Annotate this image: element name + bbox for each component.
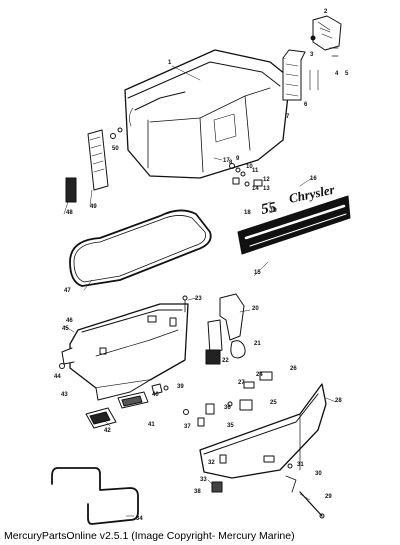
callout-37: 37 (184, 424, 191, 430)
callout-31: 31 (297, 462, 304, 468)
callout-49: 49 (90, 204, 97, 210)
callout-10: 10 (246, 164, 253, 170)
callout-19: 19 (270, 208, 277, 214)
top-bracket-parts (282, 15, 342, 101)
callout-4: 4 (335, 71, 339, 77)
callout-41: 41 (148, 422, 155, 428)
callout-29: 29 (325, 494, 332, 500)
callout-21: 21 (254, 341, 261, 347)
callout-2: 2 (324, 9, 328, 15)
callout-47: 47 (64, 288, 71, 294)
callout-34: 34 (136, 516, 143, 522)
callout-27: 27 (238, 380, 245, 386)
callout-labels: 1 2 3 4 5 6 7 8 9 10 11 12 13 14 15 16 1… (54, 9, 349, 522)
callout-8: 8 (229, 160, 233, 166)
callout-44: 44 (54, 374, 61, 380)
callout-5: 5 (345, 71, 349, 77)
callout-36: 36 (224, 405, 231, 411)
callout-17: 17 (223, 158, 230, 164)
lower-right-hardware (183, 371, 325, 519)
callout-23: 23 (195, 296, 202, 302)
callout-42: 42 (104, 428, 111, 434)
decal-hardware (229, 163, 263, 187)
leader-lines (63, 65, 337, 517)
latch-lever-parts (182, 293, 246, 365)
callout-40: 40 (152, 392, 159, 398)
callout-39: 39 (177, 384, 184, 390)
callout-16: 16 (310, 176, 317, 182)
callout-46: 46 (66, 318, 73, 324)
callout-1: 1 (168, 60, 172, 66)
callout-33: 33 (200, 477, 207, 483)
callout-15: 15 (254, 270, 261, 276)
callout-50: 50 (112, 146, 119, 152)
callout-13: 13 (263, 186, 270, 192)
copyright-caption: MercuryPartsOnline v2.5.1 (Image Copyrig… (4, 530, 295, 542)
callout-25: 25 (270, 400, 277, 406)
callout-12: 12 (263, 177, 270, 183)
callout-6: 6 (304, 102, 308, 108)
callout-9: 9 (236, 156, 240, 162)
cowl-seal (69, 209, 212, 287)
callout-18: 18 (244, 210, 251, 216)
callout-3: 3 (310, 52, 314, 58)
callout-22: 22 (222, 358, 229, 364)
lower-cowl-left (59, 303, 189, 401)
callout-7: 7 (286, 114, 290, 120)
side-stripe-decal (237, 195, 351, 255)
callout-38: 38 (194, 489, 201, 495)
callout-20: 20 (252, 306, 259, 312)
callout-14: 14 (252, 186, 259, 192)
intake-grille (65, 127, 123, 203)
callout-11: 11 (252, 168, 259, 174)
callout-28: 28 (335, 398, 342, 404)
callout-48: 48 (66, 210, 73, 216)
callout-45: 45 (62, 326, 69, 332)
callout-35: 35 (227, 423, 234, 429)
callout-30: 30 (315, 471, 322, 477)
callout-26: 26 (290, 366, 297, 372)
model-badge-text: 55 (260, 199, 278, 217)
callout-24: 24 (256, 372, 263, 378)
lower-cowl-right (199, 383, 327, 493)
callout-32: 32 (208, 460, 215, 466)
top-cowl (124, 49, 291, 179)
callout-43: 43 (61, 392, 68, 398)
handle (51, 467, 139, 525)
